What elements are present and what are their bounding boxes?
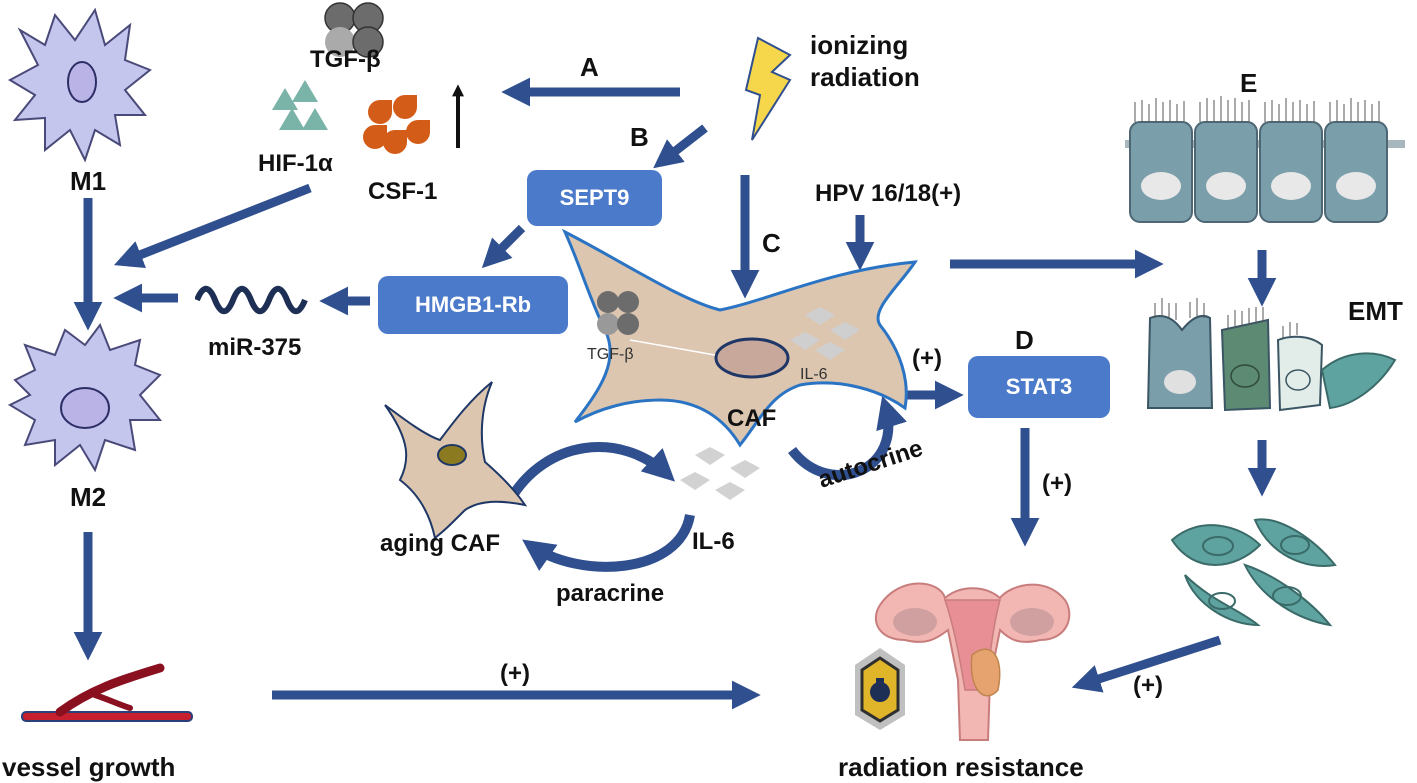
path-c-label: C [762,228,781,258]
radiation-resistance-label: radiation resistance [838,752,1084,782]
aging-caf-label: aging CAF [380,530,500,557]
uterus-icon [875,582,1071,741]
plus-stat3-resistance: (+) [1042,470,1072,497]
sept9-box: SEPT9 [527,170,662,226]
hif-1a-icon [272,80,328,130]
caf-tgf-beta-label: TGF-β [587,346,634,363]
arrow-mes-resistance [1071,635,1222,693]
caf-il-6-label: IL-6 [800,366,828,383]
arrow-il6-to-aging [522,513,695,572]
arrow-autocrine [788,395,907,480]
hmgb1-rb-box: HMGB1-Rb [378,276,568,334]
plus-vessel-resistance: (+) [500,660,530,687]
tgf-beta-label: TGF-β [310,46,381,73]
mesenchymal-cells [1170,518,1337,627]
csf-1-icon [363,95,430,154]
shield-icon [855,648,905,730]
mirna-helix-icon [195,285,308,315]
arrow-sept9-hmgb1 [481,224,526,269]
caf-label: CAF [727,405,777,432]
arrow-b [653,124,708,169]
il-6-icon [680,447,760,500]
paracrine-label: paracrine [556,580,665,607]
aging-caf-cell [384,381,528,540]
hif-1a-label: HIF-1α [258,150,333,177]
curved-arrows [505,395,907,572]
m2-macrophage [7,322,163,473]
path-d-label: D [1015,325,1034,355]
mir-375-label: miR-375 [208,334,302,361]
vessel-icon [21,663,193,722]
epithelial-cells [1125,96,1405,223]
stat3-box: STAT3 [968,356,1110,418]
emt-label: EMT [1348,296,1403,326]
il-6-label: IL-6 [692,528,735,555]
vessel-growth-label: vessel growth [2,752,176,782]
radiation-label: radiation [810,62,920,92]
path-e-label: E [1240,68,1258,98]
plus-caf-stat3: (+) [912,345,942,372]
tgf-beta-icon [324,2,384,58]
m1-label: M1 [70,166,107,196]
m2-label: M2 [70,482,107,512]
lightning-icon [744,36,792,141]
hpv-label: HPV 16/18(+) [815,180,962,207]
plus-emt-resistance: (+) [1133,672,1163,699]
arrow-hif [113,183,312,269]
caf-cell [561,228,918,448]
csf-1-label: CSF-1 [368,178,438,205]
pathway-arrows [73,77,1277,710]
emt-cells [1146,298,1397,412]
arrow-aging-to-il6 [505,442,676,503]
path-a-label: A [580,52,599,82]
ionizing-label: ionizing [810,30,909,60]
m1-macrophage [7,7,152,163]
path-b-label: B [630,122,649,152]
